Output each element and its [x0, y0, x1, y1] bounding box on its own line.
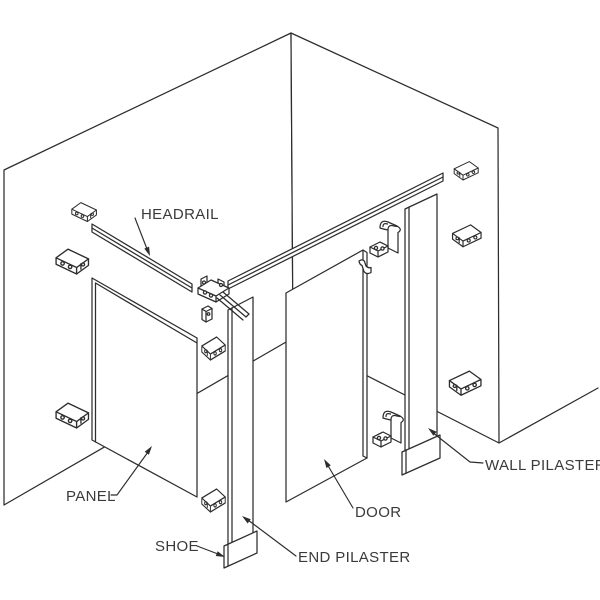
wall-pilaster-shoe: [401, 434, 441, 476]
panel-leader: [110, 451, 149, 496]
headrail-label: HEADRAIL: [141, 206, 219, 223]
headrail-leader: [134, 217, 148, 250]
floor-edge-line: [498, 387, 599, 444]
panel-label: PANEL: [66, 488, 116, 505]
end-pilaster-label: END PILASTER: [298, 549, 411, 566]
end-pilaster-arrowhead: [242, 516, 251, 524]
diagram-linework: HEADRAIL PANEL SHOE END PILASTER DOOR WA…: [3, 32, 600, 569]
headrail-left-section: [91, 223, 193, 293]
wall-pilaster-leader: [431, 431, 484, 464]
headrail-right-section: [227, 172, 444, 290]
door: [285, 249, 368, 503]
end-pilaster-leader: [247, 519, 297, 557]
panel-pilaster-bracket-lower: [201, 488, 226, 513]
door-hook-icon: [358, 259, 372, 275]
door-arrowhead: [324, 459, 331, 468]
door-label: DOOR: [355, 504, 401, 521]
door-hinge-lower: [372, 410, 404, 448]
shoe-label: SHOE: [155, 538, 199, 555]
headrail-arrowhead: [144, 246, 150, 256]
door-leader: [326, 463, 354, 509]
headrail-corner-stub: [216, 291, 250, 321]
headrail-corner-bracket: [197, 275, 230, 303]
wall-pilaster-arrowhead: [428, 428, 437, 436]
panel-arrowhead: [144, 446, 152, 455]
wall-pilaster-label: WALL PILASTER: [485, 457, 600, 474]
corner-clip: [201, 305, 213, 323]
shoe-arrowhead: [215, 551, 225, 557]
shoe-leader: [196, 545, 219, 555]
end-pilaster: [227, 296, 254, 557]
panel: [91, 277, 198, 498]
wall-pilaster: [404, 193, 438, 468]
end-pilaster-shoe: [223, 530, 258, 569]
